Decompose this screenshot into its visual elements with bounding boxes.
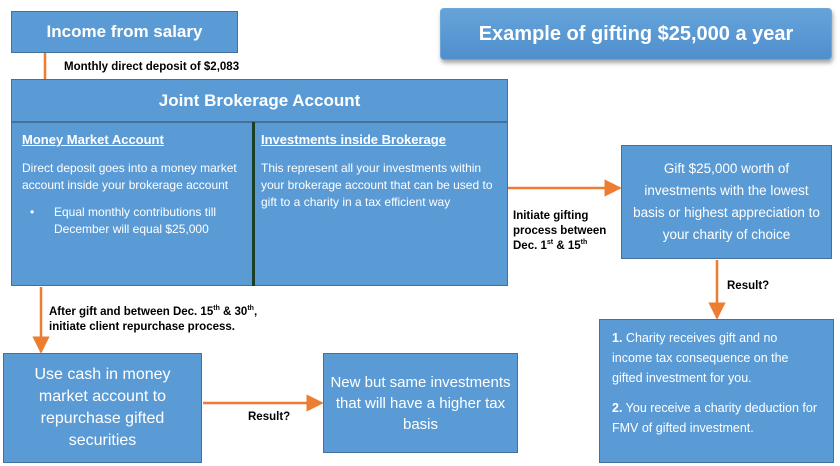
income-box: Income from salary bbox=[11, 11, 238, 53]
after-gift-label: After gift and between Dec. 15th & 30th,… bbox=[49, 305, 257, 335]
income-text: Income from salary bbox=[46, 22, 203, 41]
after-gift-line1: After gift and between Dec. 15th & 30th, bbox=[49, 305, 258, 318]
title-text: Example of gifting $25,000 a year bbox=[478, 22, 794, 45]
money-market-text: Direct deposit goes into a money market … bbox=[22, 161, 237, 192]
repurchase-text: Use cash in money market account to repu… bbox=[34, 366, 171, 449]
repurchase-box: Use cash in money market account to repu… bbox=[3, 353, 202, 463]
money-market-box: Money Market Account Direct deposit goes… bbox=[11, 122, 254, 286]
gifting-line2: process between bbox=[513, 225, 607, 237]
result-point-2: 2. You receive a charity deduction for F… bbox=[612, 401, 818, 435]
investments-box: Investments inside Brokerage This repres… bbox=[254, 122, 508, 286]
result-label: Result? bbox=[727, 280, 770, 292]
joint-brokerage-text: Joint Brokerage Account bbox=[158, 90, 361, 110]
investments-heading: Investments inside Brokerage bbox=[261, 132, 446, 147]
gift-box: Gift $25,000 worth of investments with t… bbox=[621, 145, 832, 259]
gifting-line3: Dec. 1st & 15th bbox=[513, 239, 588, 252]
new-investments-box: New but same investments that will have … bbox=[323, 353, 518, 453]
money-market-bullet-text: Equal monthly contributions till Decembe… bbox=[54, 205, 217, 236]
joint-brokerage-box: Joint Brokerage Account bbox=[11, 79, 508, 122]
section-divider bbox=[252, 122, 255, 286]
gifting-label: Initiate gifting process between Dec. 1s… bbox=[513, 209, 606, 254]
new-investments-text: New but same investments that will have … bbox=[330, 373, 511, 433]
money-market-bullet: • Equal monthly contributions till Decem… bbox=[22, 204, 243, 238]
bullet-dot-icon: • bbox=[30, 205, 35, 219]
result-label-2: Result? bbox=[248, 411, 291, 423]
result-point-1: 1. Charity receives gift and no income t… bbox=[612, 331, 789, 385]
money-market-heading: Money Market Account bbox=[22, 132, 164, 147]
gift-text: Gift $25,000 worth of investments with t… bbox=[633, 161, 820, 242]
result-box: 1. Charity receives gift and no income t… bbox=[599, 319, 834, 463]
deposit-label: Monthly direct deposit of $2,083 bbox=[64, 61, 240, 73]
after-gift-line2: initiate client repurchase process. bbox=[49, 321, 235, 333]
investments-text: This represent all your investments with… bbox=[261, 161, 493, 209]
gifting-line1: Initiate gifting bbox=[513, 210, 589, 222]
title-banner: Example of gifting $25,000 a year bbox=[440, 8, 832, 60]
